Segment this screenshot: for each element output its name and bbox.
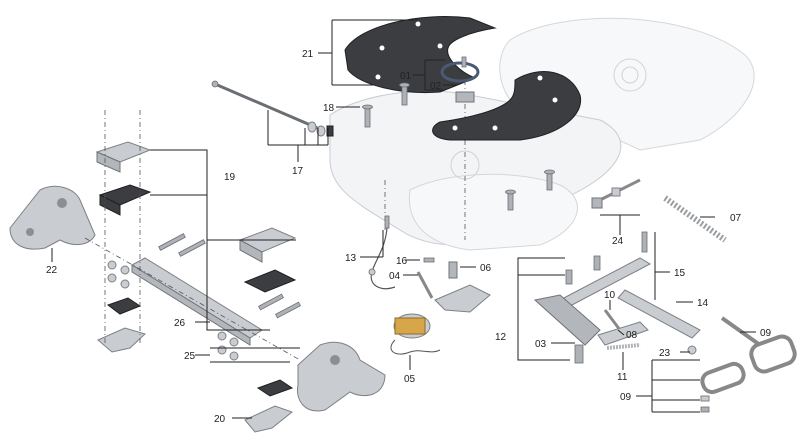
pull-handle [687, 316, 797, 413]
label-16: 16 [396, 256, 408, 267]
label-14: 14 [697, 298, 709, 309]
bolts-set-left [107, 233, 301, 361]
left-bracket [9, 185, 96, 250]
slide-rail [84, 237, 301, 361]
label-23: 23 [659, 348, 671, 359]
long-rod [211, 80, 334, 137]
label-24: 24 [612, 236, 624, 247]
label-02: 02 [430, 81, 442, 92]
label-17: 17 [292, 166, 304, 177]
leader-lines [51, 19, 756, 419]
label-06: 06 [480, 263, 492, 274]
label-04: 04 [389, 271, 401, 282]
label-20: 20 [214, 414, 226, 425]
label-21: 21 [302, 49, 314, 60]
pin-and-spring [416, 257, 491, 313]
wear-plate-upper [344, 16, 497, 94]
wear-plate-lower [432, 71, 582, 141]
retaining-ring [440, 61, 480, 103]
label-12: 12 [495, 332, 507, 343]
label-09-upper: 09 [760, 328, 772, 339]
lever-assembly [533, 294, 649, 364]
right-bracket [296, 341, 386, 412]
label-07: 07 [730, 213, 742, 224]
label-15: 15 [674, 268, 686, 279]
label-18: 18 [323, 103, 335, 114]
label-10: 10 [604, 290, 616, 301]
label-25: 25 [184, 351, 196, 362]
axis-lines [104, 110, 141, 345]
actuator-motor [390, 313, 441, 355]
label-22: 22 [46, 265, 58, 276]
sensor-cable [368, 215, 396, 290]
mounting-bolts [362, 56, 555, 211]
label-01: 01 [400, 71, 412, 82]
release-mechanism [558, 178, 727, 339]
label-13: 13 [345, 253, 357, 264]
label-09-lower: 09 [620, 392, 632, 403]
label-11: 11 [617, 372, 628, 383]
label-05: 05 [404, 374, 416, 385]
label-26: 26 [174, 318, 186, 329]
cover-caps-left [95, 141, 297, 293]
label-03: 03 [535, 339, 547, 350]
label-08: 08 [626, 330, 638, 341]
bracket-pad-20 [244, 379, 294, 433]
label-19: 19 [224, 172, 236, 183]
part-labels: 21 01 02 18 17 19 22 26 25 20 13 16 04 0… [46, 49, 772, 425]
